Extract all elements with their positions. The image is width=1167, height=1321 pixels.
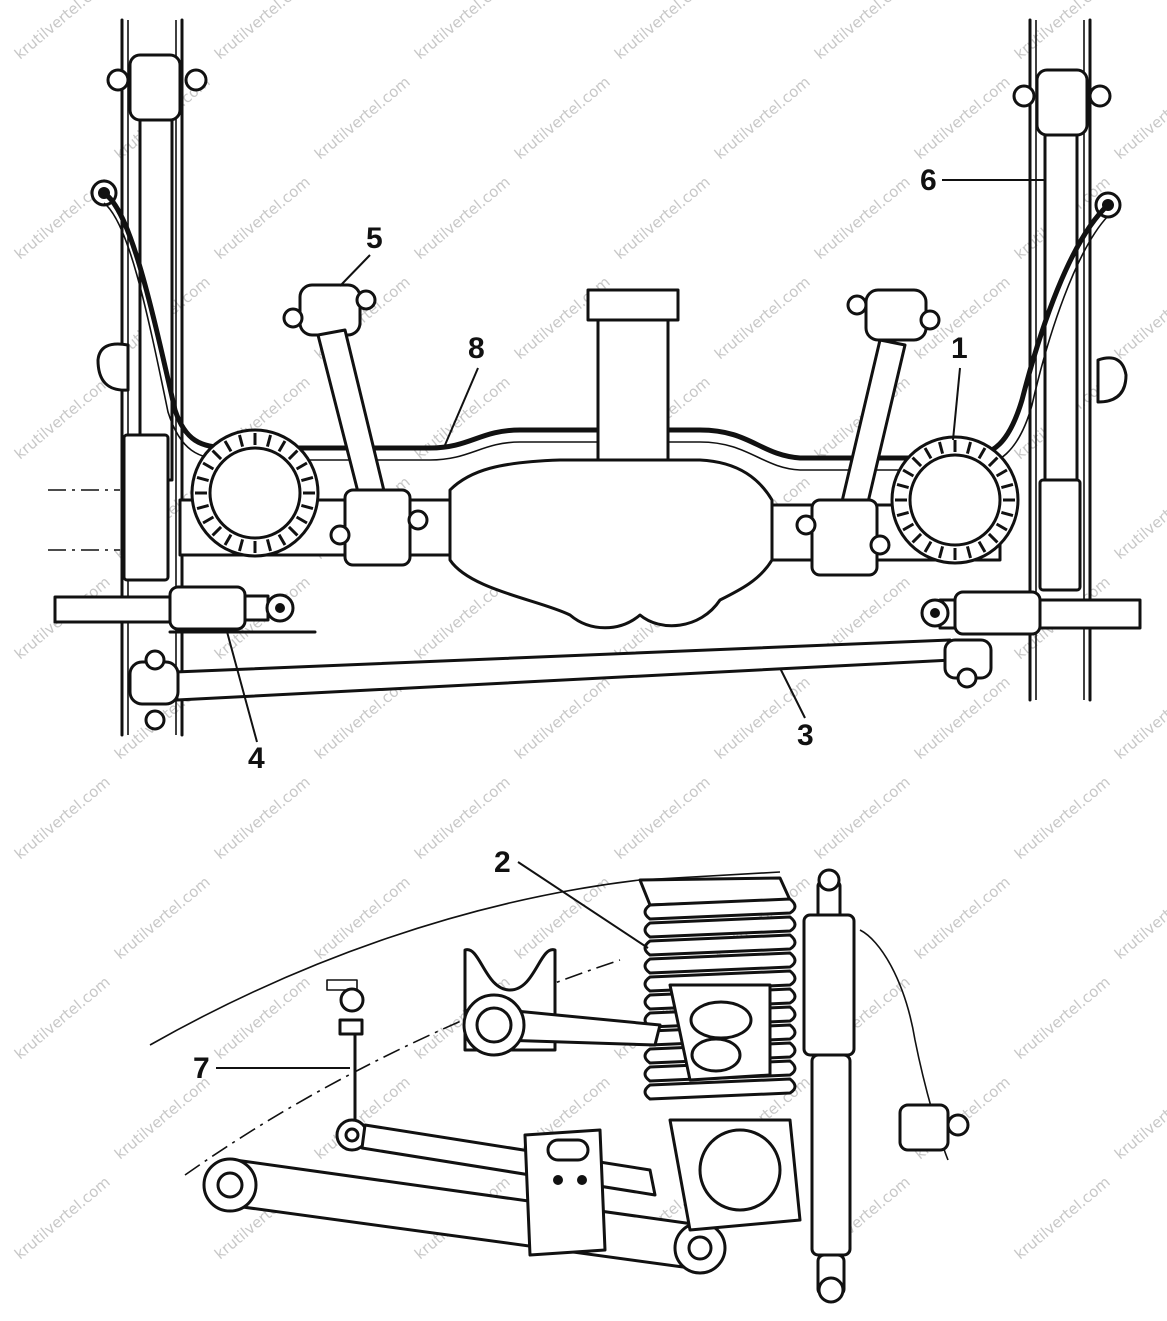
stabilizer-link [326, 979, 369, 1152]
watermark-text: krutilvertel.com [611, 0, 714, 63]
watermark-text: krutilvertel.com [311, 73, 414, 163]
callout-4: 4 [225, 627, 265, 775]
watermark-text: krutilvertel.com [511, 73, 614, 163]
svg-text:6: 6 [920, 164, 937, 197]
callout-8: 8 [444, 332, 485, 446]
watermark-text: krutilvertel.com [111, 873, 214, 963]
side-view: 2 7 [149, 846, 970, 1304]
svg-text:2: 2 [494, 846, 511, 879]
panhard-rod [128, 638, 993, 731]
watermark-text: krutilvertel.com [111, 1073, 214, 1163]
watermark-text: krutilvertel.com [11, 1173, 114, 1263]
right-frame-rail [1028, 18, 1092, 702]
watermark-text: krutilvertel.com [911, 873, 1014, 963]
left-upper-control-arm [282, 283, 429, 567]
svg-text:7: 7 [193, 1052, 210, 1085]
callout-6: 6 [920, 164, 1045, 197]
watermark-text: krutilvertel.com [1011, 973, 1114, 1063]
left-frame-bracket [122, 433, 170, 582]
callout-3: 3 [779, 667, 814, 752]
side-shock-absorber [802, 868, 856, 1304]
watermark-text: krutilvertel.com [811, 173, 914, 263]
watermark-text: krutilvertel.com [1011, 1173, 1114, 1263]
watermark-text: krutilvertel.com [1111, 273, 1167, 363]
svg-text:5: 5 [366, 222, 383, 255]
watermark-text: krutilvertel.com [11, 773, 114, 863]
watermark-text: krutilvertel.com [611, 773, 714, 863]
watermark-text: krutilvertel.com [1111, 873, 1167, 963]
watermark-text: krutilvertel.com [1111, 473, 1167, 563]
watermark-text: krutilvertel.com [811, 773, 914, 863]
left-brake-drum [190, 428, 320, 558]
watermark-text: krutilvertel.com [211, 173, 314, 263]
watermark-text: krutilvertel.com [11, 973, 114, 1063]
callout-5: 5 [339, 222, 383, 287]
differential-housing [448, 458, 774, 630]
watermark-text: krutilvertel.com [11, 0, 114, 63]
watermark-text: krutilvertel.com [411, 0, 514, 63]
svg-text:3: 3 [797, 719, 814, 752]
watermark-text: krutilvertel.com [611, 173, 714, 263]
stabilizer-bar [101, 190, 1111, 461]
watermark-text: krutilvertel.com [1011, 773, 1114, 863]
left-upper-trailing-arm [90, 53, 208, 482]
svg-text:4: 4 [248, 742, 265, 775]
watermark-text: krutilvertel.com [1111, 1073, 1167, 1163]
right-frame-bracket [1038, 478, 1082, 592]
watermark-text: krutilvertel.com [711, 273, 814, 363]
right-shock-absorber [920, 590, 1042, 636]
right-brake-drum [890, 435, 1020, 565]
watermark-text: krutilvertel.com [311, 873, 414, 963]
watermark-text: krutilvertel.com [711, 73, 814, 163]
callout-1: 1 [951, 332, 968, 441]
watermark-text: krutilvertel.com [511, 673, 614, 763]
callout-7: 7 [193, 1052, 350, 1085]
watermark-text: krutilvertel.com [11, 373, 114, 463]
svg-text:8: 8 [468, 332, 485, 365]
watermark-text: krutilvertel.com [1111, 673, 1167, 763]
callout-2: 2 [494, 846, 649, 949]
watermark-text: krutilvertel.com [811, 0, 914, 63]
watermark-text: krutilvertel.com [211, 773, 314, 863]
watermark-text: krutilvertel.com [1111, 73, 1167, 163]
svg-text:1: 1 [951, 332, 968, 365]
left-shock-absorber [168, 585, 317, 634]
right-upper-control-arm [795, 288, 941, 577]
watermark-text: krutilvertel.com [911, 73, 1014, 163]
top-view: 1 3 4 5 6 8 [48, 18, 1142, 775]
watermark-text: krutilvertel.com [211, 973, 314, 1063]
watermark-text: krutilvertel.com [411, 173, 514, 263]
watermark-text: krutilvertel.com [1011, 0, 1114, 63]
watermark-text: krutilvertel.com [211, 0, 314, 63]
